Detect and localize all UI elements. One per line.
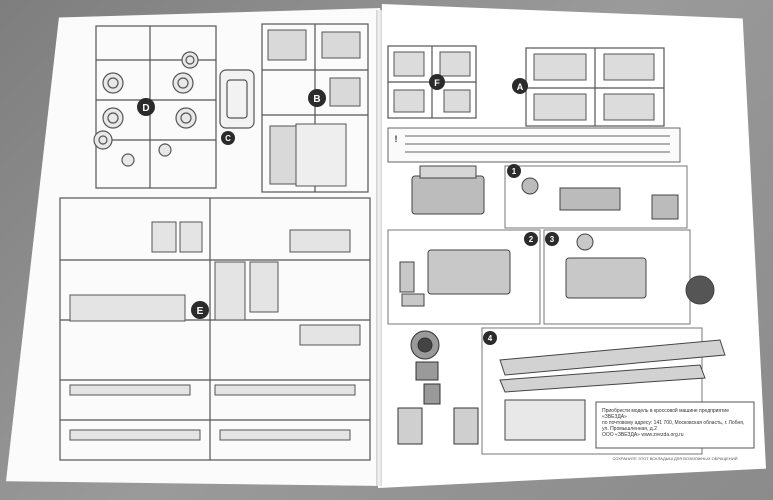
step-3-engine xyxy=(565,233,715,305)
label-c: C xyxy=(221,131,235,145)
sprue-a-parts xyxy=(533,53,655,121)
footer-note: СОХРАНИТЕ ЭТОТ ВСКЛАДЫШ ДЛЯ ВОЗМОЖНЫХ ОБ… xyxy=(612,456,738,461)
label-d-text: D xyxy=(142,103,149,114)
legend-mark: ! xyxy=(395,134,398,144)
label-f: F xyxy=(429,74,445,90)
step-2-engine xyxy=(399,249,511,307)
step-1-frame xyxy=(504,165,688,229)
label-a-text: A xyxy=(517,82,524,92)
sprue-f-parts xyxy=(393,51,471,113)
label-d: D xyxy=(137,98,155,116)
step-4-chassis xyxy=(499,339,726,441)
booklet-spine xyxy=(376,10,382,486)
label-e-text: E xyxy=(197,306,204,317)
warning-line-2: по почтовому адресу: 141 700, Московская… xyxy=(602,420,745,432)
step-2-frame xyxy=(387,229,541,325)
label-f-text: F xyxy=(434,78,440,88)
label-e: E xyxy=(191,301,209,319)
warning-line-3: ООО «ЗВЕЗДА» www.zvezda.org.ru xyxy=(602,432,684,438)
step-1-parts xyxy=(521,177,679,220)
label-b: B xyxy=(308,89,326,107)
step-4-frame xyxy=(481,327,703,455)
step-1-text: 1 xyxy=(512,167,517,176)
step-3-text: 3 xyxy=(550,235,555,244)
sub-assembly-parts xyxy=(397,330,479,445)
step-number-2: 2 xyxy=(524,232,538,246)
sprue-frame-e xyxy=(59,197,371,461)
label-a: A xyxy=(512,78,528,94)
sprue-e-parts xyxy=(69,221,361,441)
label-c-text: C xyxy=(225,134,231,143)
sprue-c-part xyxy=(219,69,255,129)
warning-text: Приобрести модель в кроссовой машине пре… xyxy=(602,408,752,438)
sprue-b-parts xyxy=(267,29,361,187)
wheel-parts-d xyxy=(93,51,199,167)
step-number-3: 3 xyxy=(545,232,559,246)
legend-box xyxy=(387,127,681,163)
step-3-frame xyxy=(543,229,691,325)
label-b-text: B xyxy=(313,94,320,105)
engine-block-main xyxy=(411,165,485,215)
warning-box xyxy=(595,401,755,449)
step-number-4: 4 xyxy=(483,331,497,345)
step-4-text: 4 xyxy=(488,334,493,343)
step-number-1: 1 xyxy=(507,164,521,178)
sprue-frame-d xyxy=(95,25,217,189)
step-2-text: 2 xyxy=(529,235,534,244)
warning-line-1: Приобрести модель в кроссовой машине пре… xyxy=(602,408,729,420)
